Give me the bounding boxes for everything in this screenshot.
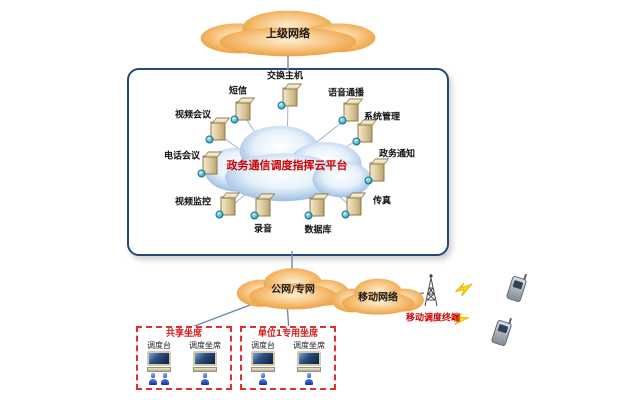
station-dispatch-console: 调度台 — [251, 341, 275, 385]
station-label: 调度坐席 — [293, 341, 325, 350]
seat-group-title: 单位1专用坐席 — [257, 329, 319, 339]
keyboard — [193, 367, 217, 372]
lightning-icon — [454, 280, 474, 301]
station-label: 调度台 — [251, 341, 275, 350]
node-voice-broadcast-label: 语音通播 — [327, 88, 365, 99]
seat-group-shared: 共享坐席 调度台 调度坐席 — [136, 326, 232, 390]
server-icon — [277, 87, 298, 110]
station-label: 调度台 — [147, 341, 171, 350]
monitor-screen — [147, 351, 171, 366]
server-icon — [304, 197, 325, 220]
monitor-screen — [297, 351, 321, 366]
cloud-icon — [200, 10, 376, 57]
keyboard — [251, 367, 275, 372]
cloud-icon — [204, 125, 371, 202]
monitor-icon — [147, 351, 171, 372]
upper-network-label: 上级网络 — [266, 27, 310, 41]
node-system-management-label: 系统管理 — [363, 112, 401, 123]
node-government-notice-label: 政务通知 — [378, 149, 416, 160]
operators — [149, 373, 169, 385]
antenna-icon — [419, 274, 443, 312]
node-sms-label: 短信 — [228, 86, 248, 97]
platform-cloud: 政务通信调度指挥云平台 — [196, 120, 378, 206]
stations-row: 调度台 调度坐席 — [242, 341, 334, 385]
node-video-conference-label: 视频会议 — [174, 110, 212, 121]
node-recording-label: 录音 — [253, 224, 273, 235]
public-network-cloud: 公网/专网 — [232, 264, 354, 311]
station-dispatch-seat: 调度坐席 — [189, 341, 221, 385]
mobile-network-cloud: 移动网络 — [328, 275, 428, 316]
server-icon — [205, 121, 226, 144]
monitor-icon — [193, 351, 217, 372]
public-network-label: 公网/专网 — [271, 284, 315, 296]
platform-cloud-label: 政务通信调度指挥云平台 — [226, 158, 348, 172]
monitor-icon — [297, 351, 321, 372]
server-icon — [215, 196, 236, 219]
server-icon — [341, 196, 362, 219]
station-label: 调度坐席 — [189, 341, 221, 350]
server-icon — [338, 102, 359, 125]
seat-group-title: 共享坐席 — [165, 329, 202, 339]
node-video-surveillance-label: 视频监控 — [174, 197, 212, 208]
person-icon — [259, 373, 267, 385]
operators — [201, 373, 209, 385]
person-icon — [149, 373, 157, 385]
stations-row: 调度台 调度坐席 — [138, 341, 230, 385]
cloud-icon — [236, 268, 350, 310]
person-icon — [305, 373, 313, 385]
person-icon — [161, 373, 169, 385]
node-fax-label: 传真 — [372, 196, 392, 207]
lightning-icon — [448, 309, 471, 332]
server-icon — [250, 197, 271, 220]
monitor-screen — [193, 351, 217, 366]
keyboard — [147, 367, 171, 372]
node-exchange-host-label: 交换主机 — [266, 71, 304, 82]
server-icon — [197, 155, 218, 178]
station-dispatch-seat: 调度坐席 — [293, 341, 325, 385]
server-icon — [352, 123, 373, 146]
server-icon — [364, 162, 385, 185]
monitor-screen — [251, 351, 275, 366]
station-dispatch-console: 调度台 — [147, 341, 171, 385]
upper-network-cloud: 上级网络 — [193, 6, 383, 58]
operators — [259, 373, 267, 385]
cloud-icon — [332, 278, 424, 315]
server-icon — [230, 101, 251, 124]
mobile-terminal-label: 移动调度终端 — [405, 313, 461, 324]
monitor-icon — [251, 351, 275, 372]
mobile-network-label: 移动网络 — [358, 292, 398, 304]
seat-group-unit1: 单位1专用坐席 调度台 调度坐席 — [240, 326, 336, 390]
node-phone-conference-label: 电话会议 — [163, 151, 201, 162]
person-icon — [201, 373, 209, 385]
node-database-label: 数据库 — [304, 225, 332, 236]
keyboard — [297, 367, 321, 372]
operators — [305, 373, 313, 385]
